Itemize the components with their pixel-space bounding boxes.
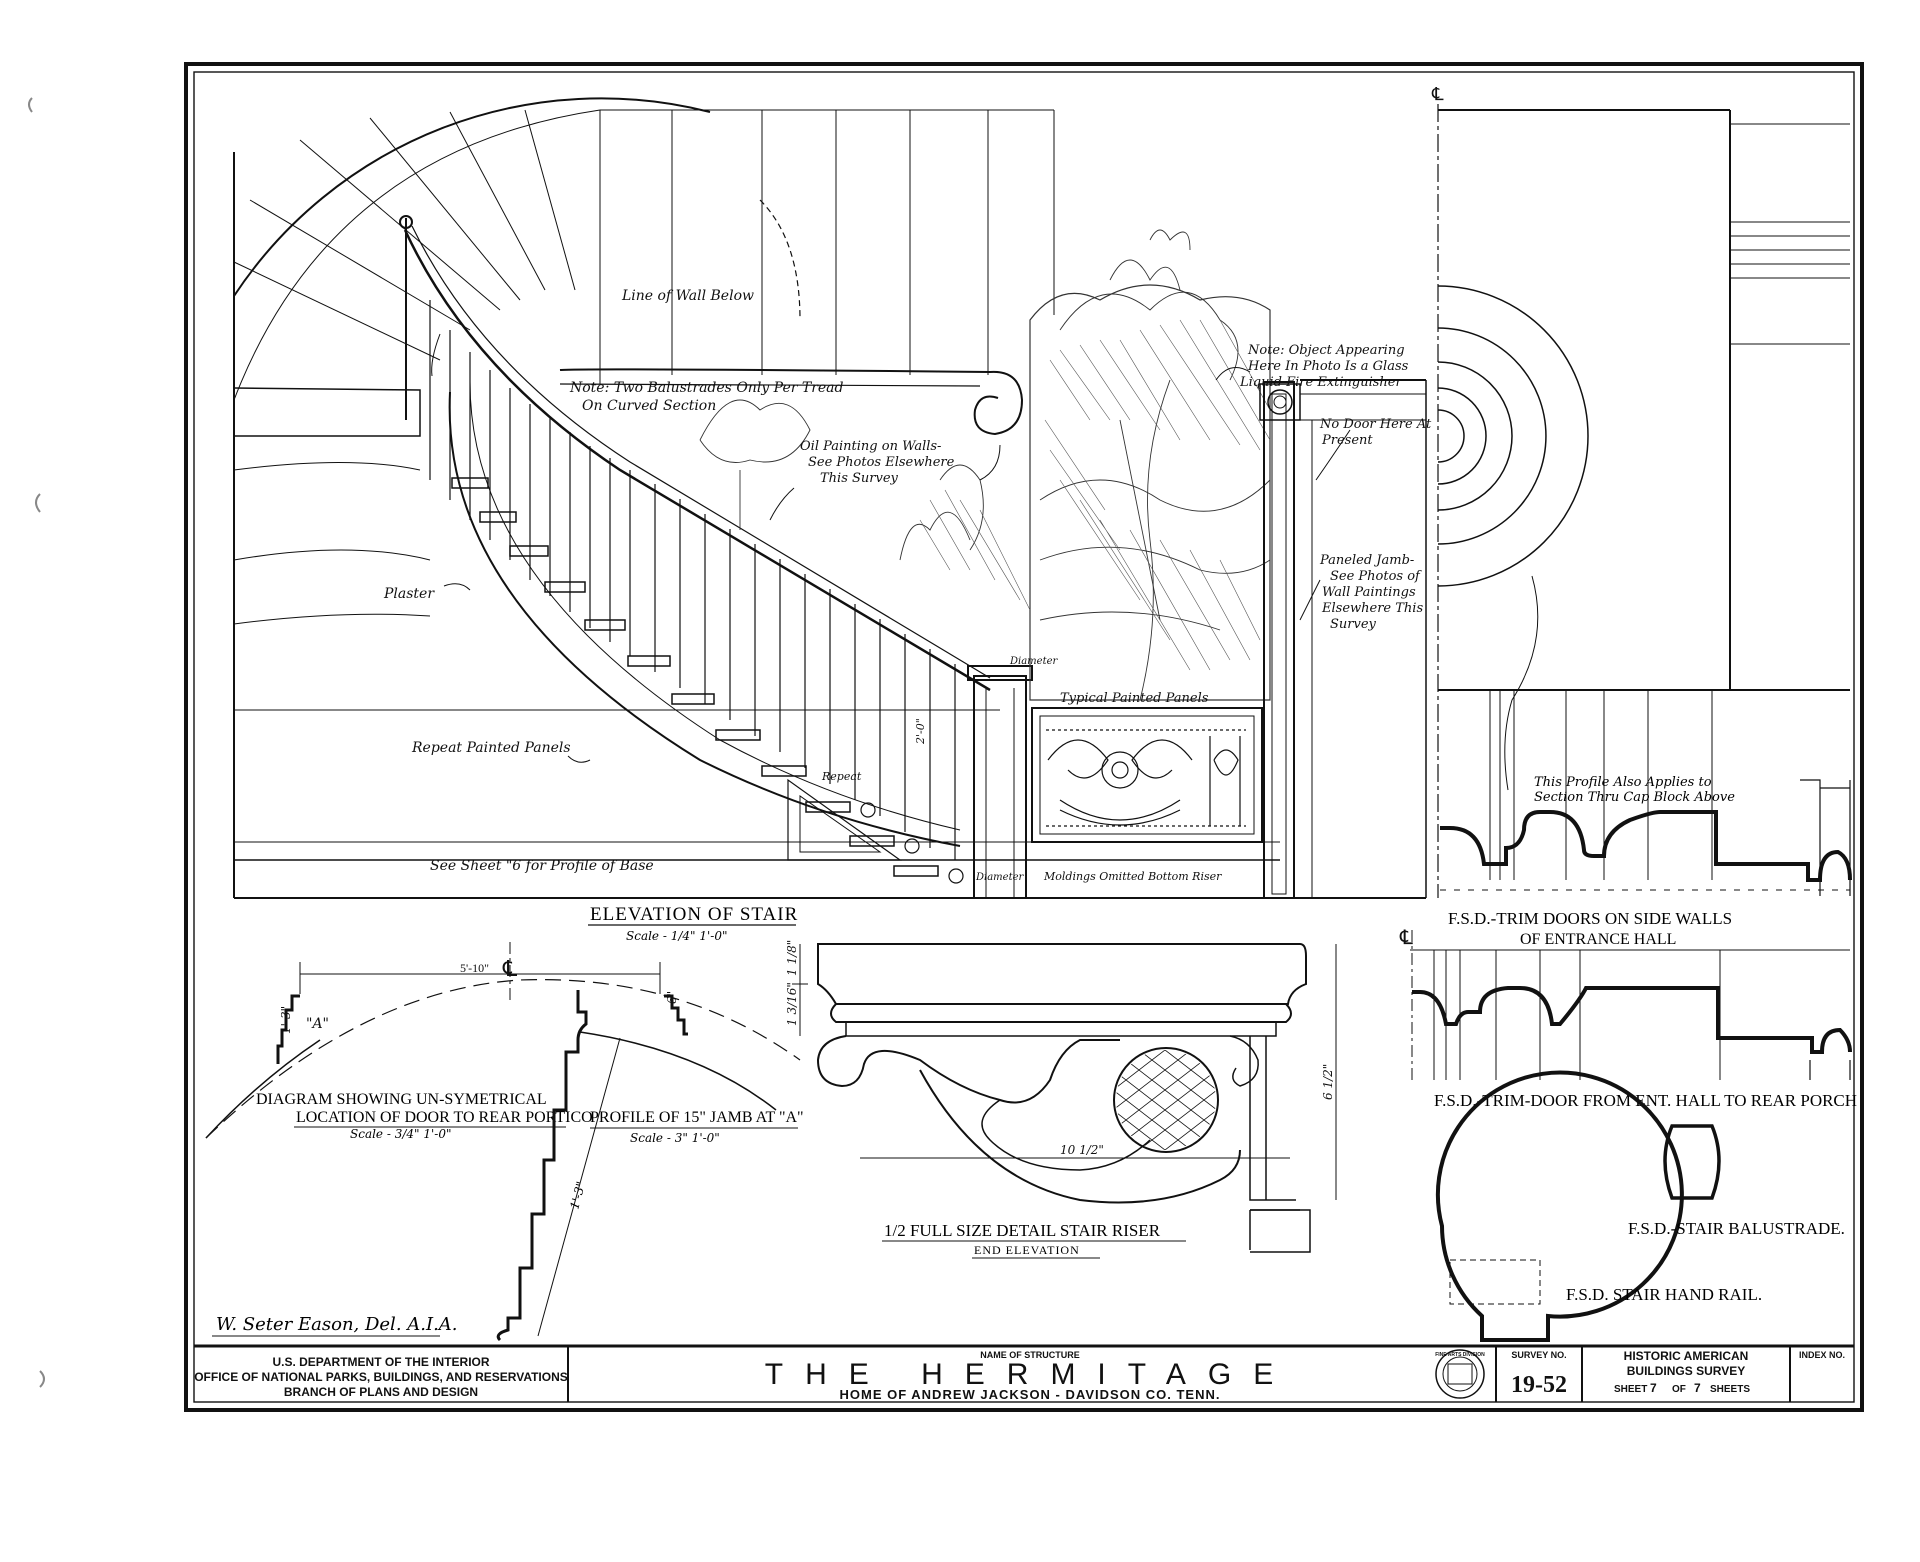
scale-elevation: Scale - 1/4" 1'-0" (626, 929, 728, 943)
sheet-total: 7 (1694, 1381, 1701, 1395)
habs-line-1: HISTORIC AMERICAN (1624, 1349, 1749, 1363)
note-moldings: Moldings Omitted Bottom Riser (1043, 870, 1222, 883)
dim-1ft-3: 1'-3" (279, 1006, 293, 1034)
binder-mark (35, 493, 41, 513)
note-repeat: Repeat (821, 770, 862, 783)
note-profile-applies: This Profile Also Applies to (1534, 775, 1712, 790)
label-a: "A" (306, 1016, 329, 1032)
door-location-diagram: ℄ (205, 942, 801, 1139)
dim-5ft-10: 5'-10" (460, 961, 489, 975)
stair-elevation (233, 97, 1427, 899)
scale-jamb: Scale - 3" 1'-0" (630, 1131, 720, 1145)
note-jamb-cont4: Survey (1330, 617, 1377, 632)
note-diameter-bottom: Diameter (975, 872, 1025, 883)
structure-name: THE HERMITAGE (765, 1358, 1295, 1391)
scale-diagram: Scale - 3/4" 1'-0" (350, 1127, 452, 1141)
balustrade-profile (1663, 1124, 1721, 1200)
title-riser-detail: 1/2 FULL SIZE DETAIL STAIR RISER (884, 1221, 1161, 1240)
trim-rear-porch: ℄ (1399, 927, 1852, 1080)
title-jamb-profile: PROFILE OF 15" JAMB AT "A" (590, 1109, 804, 1126)
note-jamb-cont: See Photos of (1330, 569, 1422, 584)
note-jamb-cont3: Elsewhere This (1321, 601, 1423, 616)
note-oil-painting-cont: See Photos Elsewhere (808, 455, 955, 470)
survey-number: 19-52 (1511, 1372, 1567, 1398)
trim-elevation: ℄ (1431, 84, 1852, 898)
note-profile-applies-cont: Section Thru Cap Block Above (1534, 790, 1735, 805)
note-jamb-cont2: Wall Paintings (1322, 585, 1416, 600)
svg-text:℄: ℄ (502, 956, 518, 981)
jamb-profile (496, 990, 621, 1342)
note-balustrades-cont: On Curved Section (582, 398, 716, 414)
binder-mark (28, 97, 33, 113)
subtitle-riser-detail: END ELEVATION (974, 1243, 1080, 1257)
seal-text: FINE ARTS DIVISION (1435, 1352, 1485, 1358)
index-no-label: INDEX NO. (1799, 1350, 1845, 1360)
note-no-door-cont: Present (1321, 433, 1373, 448)
sheet-word: SHEET (1614, 1384, 1647, 1395)
title-trim-rear-porch: F.S.D.-TRIM-DOOR FROM ENT. HALL TO REAR … (1434, 1091, 1857, 1110)
riser-detail (792, 943, 1337, 1253)
note-plaster: Plaster (383, 586, 435, 602)
note-repeat-panels: Repeat Painted Panels (411, 740, 571, 756)
dim-riser-a: 1 1/8" (785, 940, 799, 976)
note-oil-painting-cont2: This Survey (820, 471, 899, 486)
signature: W. Seter Eason, Del. A.I.A. (216, 1314, 458, 1335)
sheet-border (184, 62, 1864, 1412)
note-object-cont: Here In Photo Is a Glass (1247, 359, 1409, 374)
habs-line-2: BUILDINGS SURVEY (1627, 1364, 1745, 1378)
dim-6in: 6" (665, 991, 679, 1004)
inner-border (193, 71, 1855, 1403)
dim-jamb: 1'-3" (567, 1180, 588, 1211)
note-oil-painting: Oil Painting on Walls- (800, 439, 941, 454)
note-base: See Sheet "6 for Profile of Base (430, 858, 654, 874)
note-jamb: Paneled Jamb- (1319, 553, 1414, 568)
dim-2ft: 2'-0" (914, 718, 927, 745)
title-handrail: F.S.D. STAIR HAND RAIL. (1566, 1285, 1762, 1304)
handrail-profile (1435, 1070, 1684, 1342)
note-object-cont2: Liquid Fire Extinguisher (1239, 375, 1402, 390)
dept-line-2: OFFICE OF NATIONAL PARKS, BUILDINGS, AND… (194, 1370, 568, 1384)
title-block-frame (194, 1344, 1854, 1402)
title-diagram-cont: LOCATION OF DOOR TO REAR PORTICO (296, 1109, 593, 1126)
dim-riser-b: 1 3/16" (785, 982, 799, 1026)
title-trim-side-walls-cont: OF ENTRANCE HALL (1520, 931, 1676, 948)
note-line-of-wall: Line of Wall Below (621, 288, 754, 304)
name-of-structure-label: NAME OF STRUCTURE (980, 1350, 1080, 1360)
dim-riser-width: 10 1/2" (1060, 1143, 1104, 1157)
dept-line-1: U.S. DEPARTMENT OF THE INTERIOR (272, 1355, 489, 1369)
sheets-word: SHEETS (1710, 1384, 1750, 1395)
dim-riser-height: 6 1/2" (1321, 1064, 1335, 1100)
note-no-door: No Door Here At (1319, 417, 1432, 432)
title-elevation-of-stair: ELEVATION OF STAIR (590, 904, 798, 925)
structure-subtitle: HOME OF ANDREW JACKSON - DAVIDSON CO. TE… (839, 1387, 1220, 1402)
svg-text:℄: ℄ (1431, 84, 1444, 104)
of-word: OF (1672, 1384, 1686, 1395)
note-object: Note: Object Appearing (1247, 343, 1405, 358)
binder-mark (39, 1370, 45, 1388)
note-diameter: Diameter (1009, 656, 1059, 667)
dept-line-3: BRANCH OF PLANS AND DESIGN (284, 1385, 478, 1399)
svg-text:℄: ℄ (1399, 927, 1413, 949)
title-balustrade: F.S.D.-STAIR BALUSTRADE. (1628, 1219, 1845, 1238)
note-typical-panels: Typical Painted Panels (1060, 691, 1209, 706)
title-diagram: DIAGRAM SHOWING UN-SYMETRICAL (256, 1091, 547, 1108)
sheet-number: 7 (1650, 1381, 1657, 1395)
survey-no-label: SURVEY NO. (1511, 1350, 1566, 1360)
title-trim-side-walls: F.S.D.-TRIM DOORS ON SIDE WALLS (1448, 909, 1732, 928)
note-balustrades: Note: Two Balustrades Only Per Tread (569, 380, 844, 396)
